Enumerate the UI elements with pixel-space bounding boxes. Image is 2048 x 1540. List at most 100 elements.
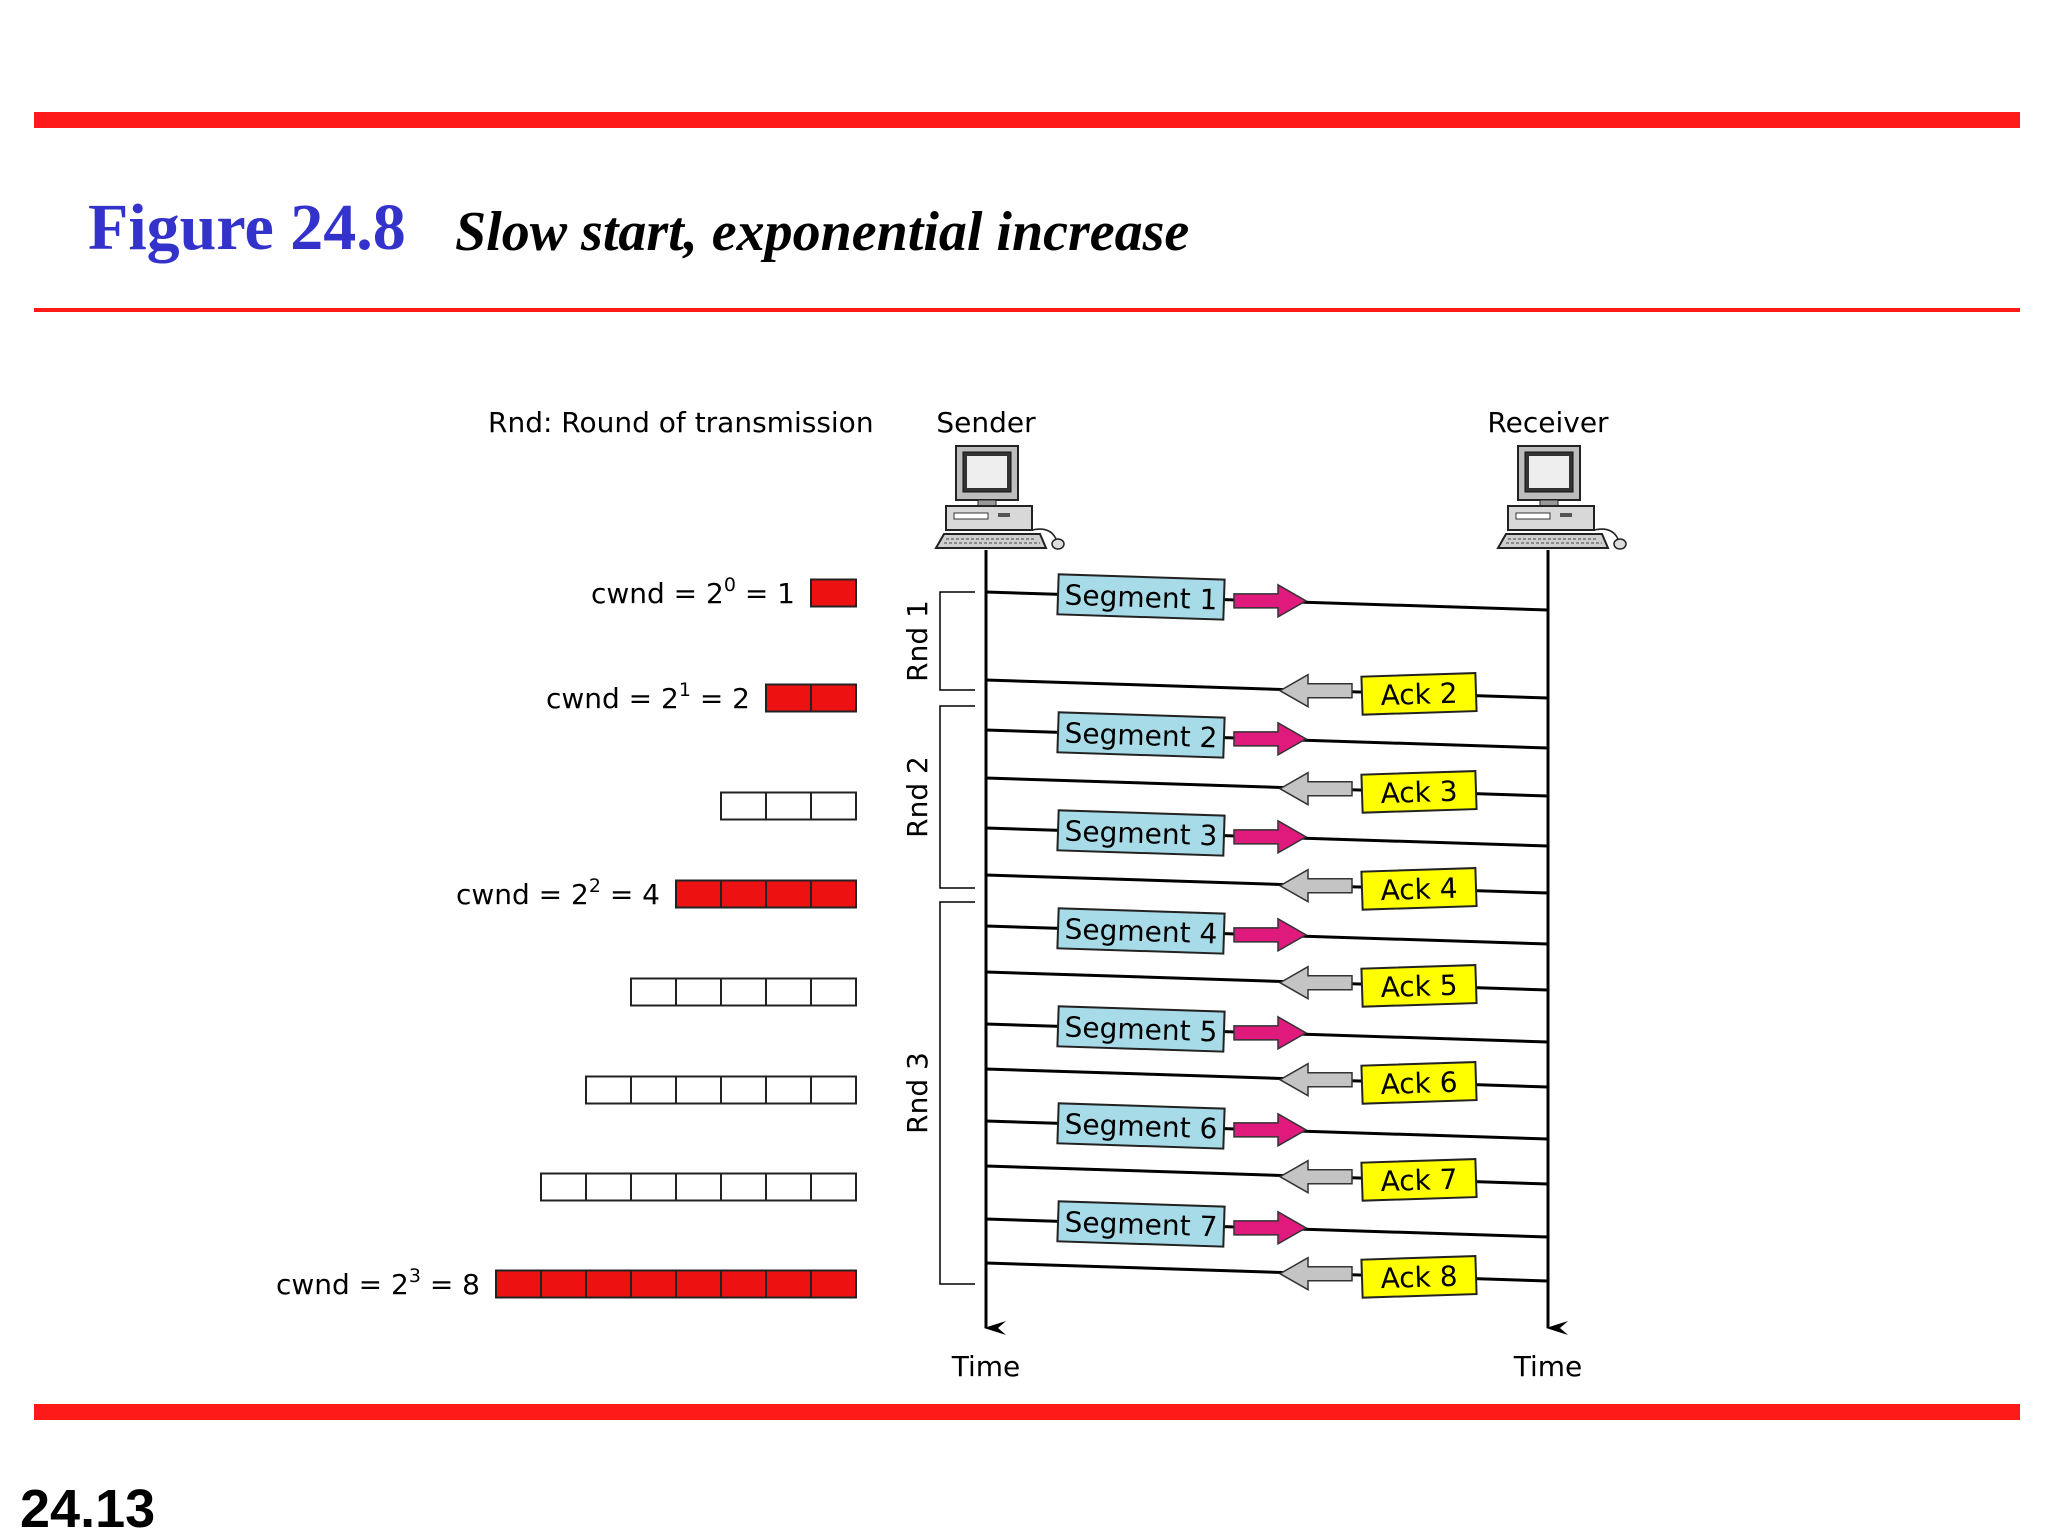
cwnd-cell: [675, 977, 722, 1007]
ack-arrow-icon: [1278, 965, 1353, 1000]
segment-label: Segment 7: [1064, 1206, 1218, 1244]
cwnd-cell: [810, 977, 857, 1007]
ack-box: [1360, 1255, 1478, 1299]
segment-arrow-icon: [1233, 721, 1308, 757]
segment-arrow-icon: [1233, 1015, 1308, 1051]
cwnd-label: cwnd = 22 = 4: [456, 875, 660, 911]
cwnd-cell: [630, 1172, 677, 1202]
ack-arrow-icon: [1278, 1062, 1353, 1097]
ack-label: Ack 7: [1380, 1163, 1458, 1198]
cwnd-cell: [630, 1075, 677, 1105]
segment-message: Segment 7: [985, 1200, 1549, 1248]
cwnd-cell: [765, 791, 812, 821]
ack-message: Ack 2: [985, 672, 1549, 716]
cwnd-cell: [495, 1269, 542, 1299]
cwnd-cell: [675, 1269, 722, 1299]
segment-box: [1056, 711, 1226, 759]
ack-arrow-icon: [1278, 673, 1353, 708]
round-bracket: [939, 705, 975, 889]
top-red-bar: [34, 112, 2020, 128]
round-label: Rnd 2: [901, 756, 934, 838]
ack-box: [1360, 964, 1478, 1008]
ack-label: Ack 8: [1380, 1260, 1458, 1295]
cwnd-cell: [720, 791, 767, 821]
segment-arrow-icon: [1233, 917, 1308, 953]
ack-message: Ack 3: [985, 770, 1549, 814]
ack-messages: Ack 2 Ack 3 Ack 4 Ack 5 Ack 6 Ack 7 Ack 8: [985, 672, 1549, 1299]
segment-label: Segment 4: [1064, 913, 1218, 951]
ack-message: Ack 8: [985, 1255, 1549, 1299]
segment-box: [1056, 573, 1226, 621]
segment-label: Segment 3: [1064, 815, 1218, 853]
cwnd-cell: [810, 1075, 857, 1105]
cwnd-rows: cwnd = 20 = 1 cwnd = 21 = 2 cwnd = 22 = 4 c…: [276, 574, 857, 1301]
cwnd-row: [585, 1075, 857, 1105]
segment-box: [1056, 907, 1226, 955]
cwnd-cell: [810, 1269, 857, 1299]
sender-time-label: Time: [951, 1350, 1021, 1383]
segment-box: [1056, 1005, 1226, 1053]
cwnd-cell: [765, 879, 812, 909]
segment-arrow-icon: [1233, 819, 1308, 855]
ack-message: Ack 4: [985, 867, 1549, 911]
ack-label: Ack 2: [1380, 677, 1458, 712]
ack-message: Ack 7: [985, 1158, 1549, 1202]
cwnd-cell: [765, 1269, 812, 1299]
ack-label: Ack 3: [1380, 775, 1458, 810]
cwnd-cell: [540, 1172, 587, 1202]
cwnd-cell: [720, 977, 767, 1007]
computer-icon: [1496, 445, 1627, 550]
slide-number: 24.13: [20, 1479, 156, 1539]
ack-message: Ack 6: [985, 1061, 1549, 1105]
round-bracket: [939, 591, 975, 691]
cwnd-cell: [675, 1172, 722, 1202]
segment-message: Segment 5: [985, 1005, 1549, 1053]
cwnd-cell: [765, 1075, 812, 1105]
figure-label: Figure 24.8: [88, 191, 406, 264]
cwnd-cell: [585, 1075, 632, 1105]
cwnd-cell: [630, 1269, 677, 1299]
segment-box: [1056, 809, 1226, 857]
cwnd-row: [540, 1172, 857, 1202]
receiver-time-label: Time: [1513, 1350, 1583, 1383]
ack-box: [1360, 672, 1478, 716]
cwnd-cell: [720, 1269, 767, 1299]
ack-label: Ack 5: [1380, 969, 1458, 1004]
cwnd-cell: [810, 1172, 857, 1202]
segment-box: [1056, 1102, 1226, 1150]
title-rule: [34, 308, 2020, 312]
ack-arrow-icon: [1278, 771, 1353, 806]
cwnd-cell: [585, 1269, 632, 1299]
ack-label: Ack 6: [1380, 1066, 1458, 1101]
segment-label: Segment 5: [1064, 1011, 1218, 1049]
cwnd-row: cwnd = 21 = 2: [546, 679, 857, 715]
segment-box: [1056, 1200, 1226, 1248]
cwnd-cell: [540, 1269, 587, 1299]
ack-arrow-icon: [1278, 868, 1353, 903]
ack-arrow-icon: [1278, 1256, 1353, 1291]
cwnd-label: cwnd = 20 = 1: [591, 574, 795, 610]
cwnd-cell: [810, 683, 857, 713]
sender-label: Sender: [936, 406, 1036, 439]
ack-arrow-icon: [1278, 1159, 1353, 1194]
cwnd-cell: [585, 1172, 632, 1202]
cwnd-label: cwnd = 23 = 8: [276, 1265, 480, 1301]
cwnd-cell: [675, 879, 722, 909]
ack-box: [1360, 770, 1478, 814]
cwnd-row: [630, 977, 857, 1007]
segment-arrow-icon: [1233, 1112, 1308, 1148]
cwnd-cell: [810, 791, 857, 821]
cwnd-label: cwnd = 21 = 2: [546, 679, 750, 715]
computer-icon: [934, 445, 1065, 550]
cwnd-row: cwnd = 20 = 1: [591, 574, 857, 610]
bottom-red-bar: [34, 1404, 2020, 1420]
cwnd-cell: [630, 977, 677, 1007]
ack-box: [1360, 1061, 1478, 1105]
cwnd-row: [720, 791, 857, 821]
ack-box: [1360, 867, 1478, 911]
receiver-label: Receiver: [1487, 406, 1609, 439]
round-bracket: [939, 901, 975, 1285]
ack-box: [1360, 1158, 1478, 1202]
